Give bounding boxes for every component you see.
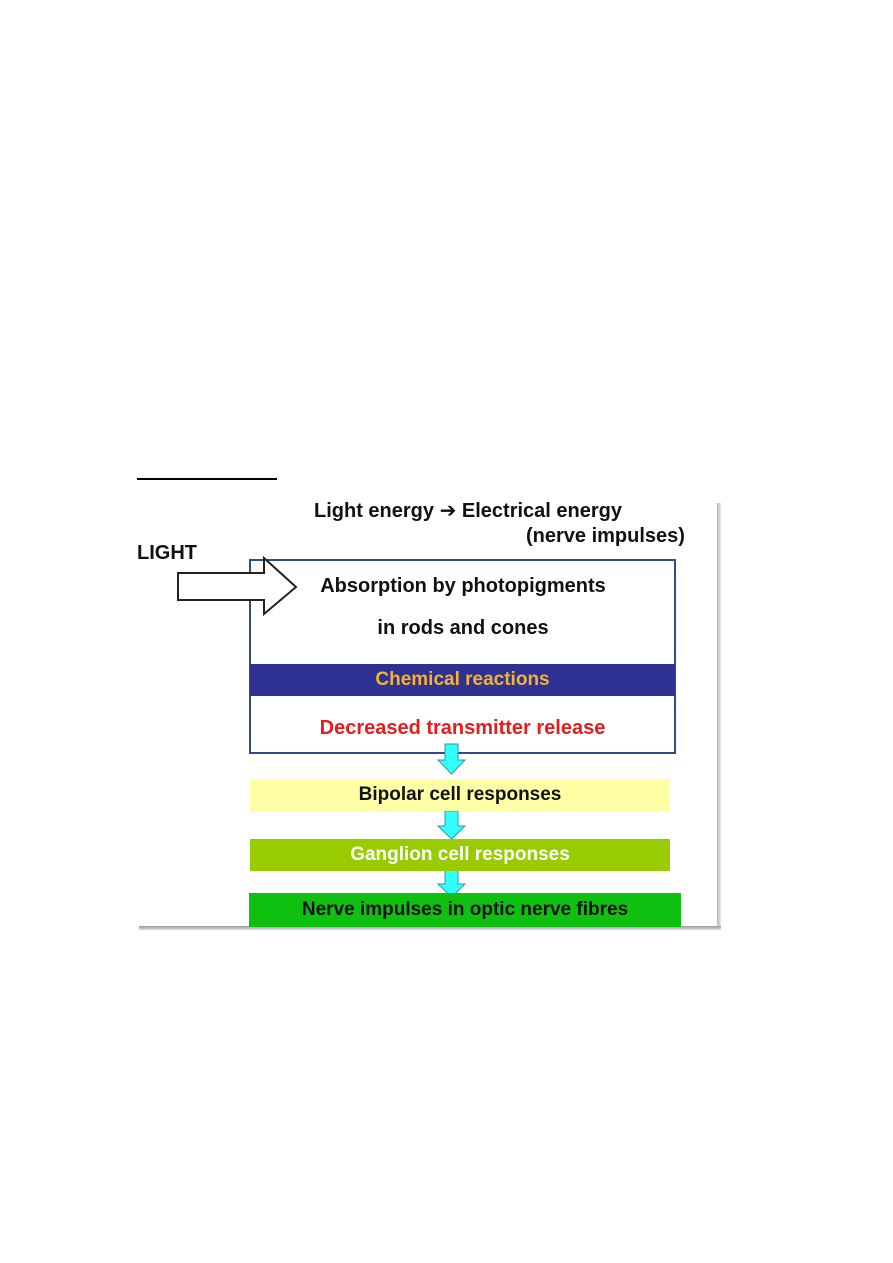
ganglion-cell-stage: Ganglion cell responses — [250, 839, 670, 871]
absorption-text: Absorption by photopigments — [320, 575, 606, 597]
down-arrow-icon-1 — [436, 743, 467, 775]
light-input-label: LIGHT — [137, 542, 197, 564]
light-input-arrow-icon — [177, 555, 298, 617]
nerve-impulses-subheading: (nerve impulses) — [526, 525, 685, 547]
figure-shadow-bottom — [139, 926, 721, 930]
heading-underline — [137, 478, 277, 480]
figure-shadow-right — [717, 503, 721, 929]
chemical-reactions-text: Chemical reactions — [375, 669, 550, 690]
energy-conversion-heading: Light energy ➔ Electrical energy — [314, 498, 622, 523]
down-arrow-icon-3 — [436, 868, 467, 898]
photoreceptor-box — [249, 559, 676, 754]
chemical-reactions-band — [250, 664, 675, 696]
electrical-energy-label: Electrical energy — [461, 500, 622, 522]
transmitter-release-text: Decreased transmitter release — [319, 717, 606, 739]
optic-nerve-stage: Nerve impulses in optic nerve fibres — [249, 893, 681, 927]
bipolar-cell-stage: Bipolar cell responses — [250, 779, 670, 811]
conversion-arrow-icon: ➔ — [439, 498, 457, 522]
light-energy-label: Light energy — [314, 500, 435, 522]
down-arrow-icon-2 — [436, 810, 467, 840]
rods-cones-text: in rods and cones — [377, 617, 549, 639]
